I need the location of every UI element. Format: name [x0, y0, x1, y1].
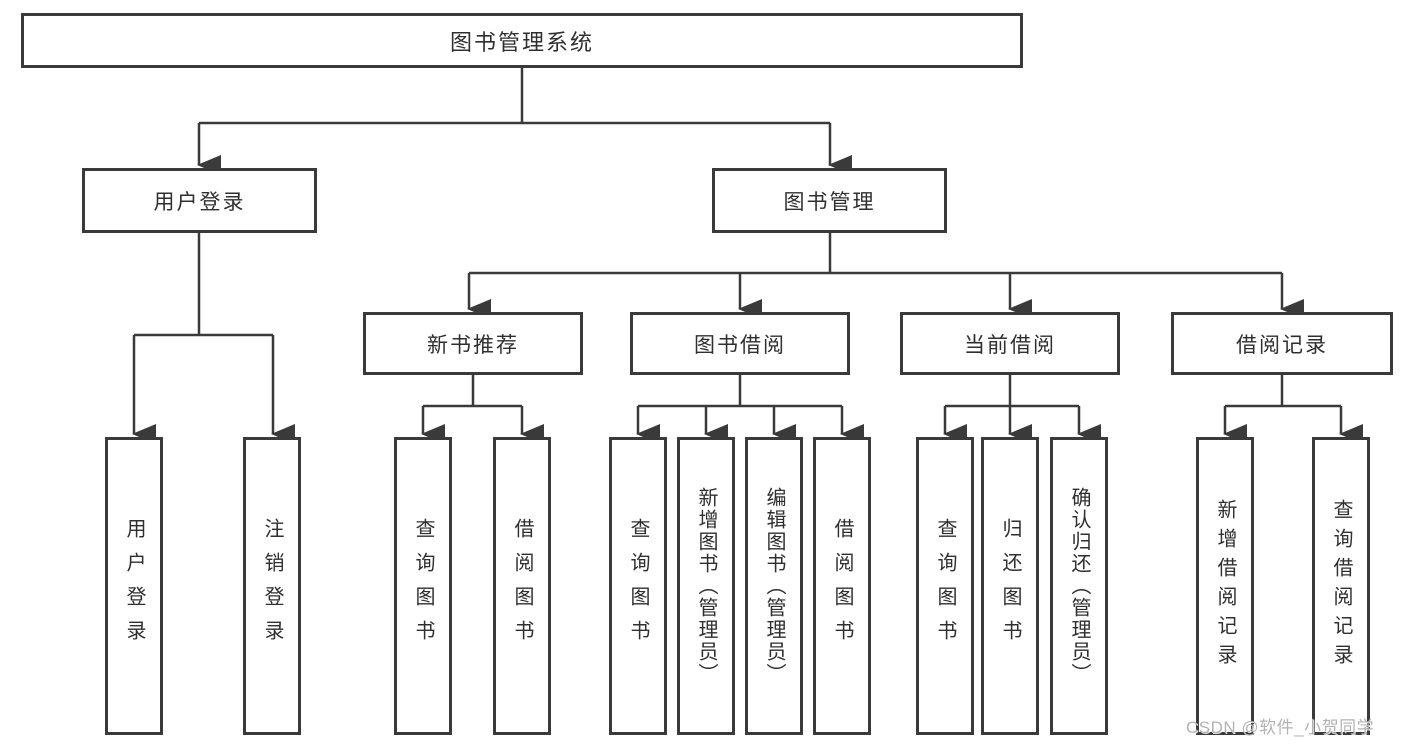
connector-book-management-to-level3 — [467, 231, 1304, 319]
leaf-label: 新增图书（管理员） — [695, 487, 717, 685]
leaf-confirm-return-admin: 确认归还（管理员） — [1050, 437, 1108, 735]
connector-book-borrowing-to-leaves — [636, 373, 864, 444]
leaf-label: 编辑图书（管理员） — [763, 487, 785, 685]
leaf-add-borrow-record: 新增借阅记录 — [1196, 437, 1254, 735]
node-user-login: 用户登录 — [82, 168, 317, 233]
leaf-label: 借阅图书 — [511, 518, 533, 654]
node-library-management-system: 图书管理系统 — [21, 13, 1023, 68]
leaf-borrow-books-borrowing: 借阅图书 — [813, 437, 871, 735]
leaf-add-books-admin: 新增图书（管理员） — [677, 437, 735, 735]
leaf-query-books-current: 查询图书 — [916, 437, 974, 735]
leaf-label: 借阅图书 — [831, 518, 853, 654]
node-book-borrowing: 图书借阅 — [630, 312, 850, 375]
leaf-label: 确认归还（管理员） — [1068, 487, 1090, 685]
node-borrow-records: 借阅记录 — [1171, 312, 1393, 375]
connector-new-book-recommend-to-leaves — [421, 373, 544, 444]
node-book-management: 图书管理 — [712, 168, 947, 233]
leaf-edit-books-admin: 编辑图书（管理员） — [745, 437, 803, 735]
leaf-label: 查询图书 — [412, 518, 434, 654]
leaf-label: 查询借阅记录 — [1330, 499, 1352, 673]
leaf-label: 归还图书 — [999, 518, 1021, 654]
connector-user-login-to-leaves — [132, 231, 295, 444]
leaf-label: 用户登录 — [123, 518, 145, 654]
csdn-watermark: CSDN @软件_小贺同学 — [1186, 718, 1375, 737]
leaf-label: 新增借阅记录 — [1214, 499, 1236, 673]
connector-current-borrowing-to-leaves — [943, 373, 1101, 444]
leaf-query-books-recommend: 查询图书 — [394, 437, 452, 735]
leaf-return-books: 归还图书 — [981, 437, 1039, 735]
leaf-label: 查询图书 — [934, 518, 956, 654]
node-current-borrowing: 当前借阅 — [900, 312, 1120, 375]
connector-root-to-level2 — [197, 68, 852, 175]
leaf-query-books-borrowing: 查询图书 — [609, 437, 667, 735]
leaf-user-login: 用户登录 — [105, 437, 163, 735]
leaf-borrow-books-recommend: 借阅图书 — [493, 437, 551, 735]
leaf-label: 注销登录 — [261, 518, 283, 654]
leaf-label: 查询图书 — [627, 518, 649, 654]
connector-borrow-records-to-leaves — [1223, 373, 1363, 444]
leaf-query-borrow-record: 查询借阅记录 — [1312, 437, 1370, 735]
leaf-logout: 注销登录 — [243, 437, 301, 735]
node-new-book-recommend: 新书推荐 — [363, 312, 583, 375]
